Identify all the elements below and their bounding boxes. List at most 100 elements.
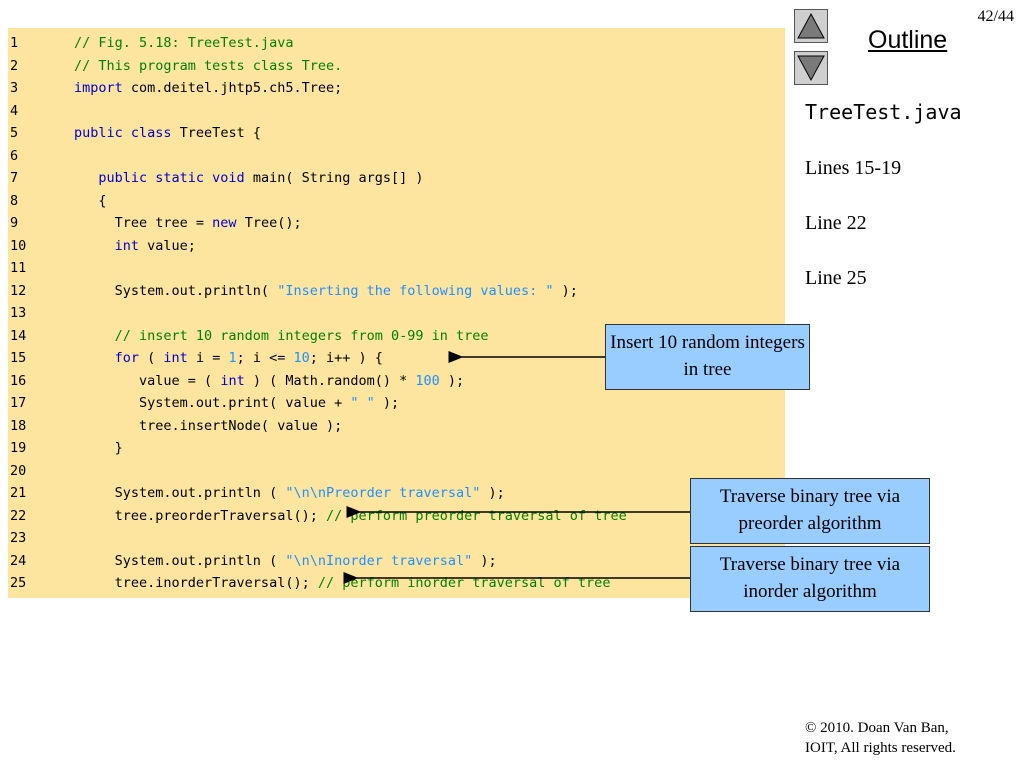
code-token: int — [220, 372, 245, 389]
line-number: 14 — [10, 327, 27, 344]
line-number: 2 — [10, 57, 19, 74]
code-text: value = ( int ) ( Math.random() * 100 ); — [74, 370, 464, 392]
code-text: System.out.println ( "\n\nInorder traver… — [74, 550, 497, 572]
side-filename: TreeTest.java — [805, 100, 962, 124]
code-token: { — [74, 192, 107, 209]
line-number: 6 — [10, 147, 19, 164]
side-ref-lines-15-19: Lines 15-19 — [805, 157, 902, 179]
code-token: i = — [187, 350, 229, 366]
side-ref-line-25: Line 25 — [805, 267, 867, 289]
code-token: ; i <= — [236, 350, 294, 366]
code-token: ); — [472, 552, 497, 569]
code-token: 100 — [415, 372, 440, 389]
code-text: // Fig. 5.18: TreeTest.java — [74, 32, 293, 54]
code-token: // perform inorder traversal of tree — [317, 575, 611, 591]
code-token: com.deitel.jhtp5.ch5.Tree; — [122, 80, 343, 96]
code-token: "\n\nInorder traversal" — [285, 552, 473, 569]
code-token: System.out.println( — [74, 282, 278, 299]
code-text: public static void main( String args[] ) — [74, 167, 424, 189]
code-token: tree.insertNode( value ); — [74, 417, 343, 434]
callout-insert: Insert 10 random integers in tree — [605, 324, 810, 390]
code-token: "Inserting the following values: " — [277, 282, 554, 299]
triangle-up-icon — [797, 12, 825, 39]
code-token: "\n\nPreorder traversal" — [285, 485, 481, 501]
code-text: Tree tree = new Tree(); — [74, 212, 302, 234]
line-number: 5 — [10, 125, 19, 141]
code-text: // This program tests class Tree. — [74, 55, 342, 77]
line-number: 23 — [10, 530, 27, 546]
code-text: } — [74, 437, 123, 459]
code-text: for ( int i = 1; i <= 10; i++ ) { — [74, 347, 383, 369]
line-number: 4 — [10, 102, 19, 119]
line-number: 1 — [10, 35, 19, 51]
line-number: 18 — [10, 417, 27, 434]
copyright-footer: © 2010. Doan Van Ban, IOIT, All rights r… — [805, 718, 1015, 758]
code-text: System.out.print( value + " " ); — [74, 392, 399, 414]
code-text: tree.inorderTraversal(); // perform inor… — [74, 572, 611, 594]
line-number: 25 — [10, 575, 27, 591]
code-token: Tree tree = — [74, 215, 213, 231]
code-token: ); — [374, 395, 400, 411]
code-token: ); — [553, 282, 578, 299]
line-number: 24 — [10, 552, 27, 569]
code-token: int — [114, 237, 140, 254]
code-text: { — [74, 190, 107, 212]
code-token: tree.inorderTraversal(); — [74, 575, 318, 591]
code-token: ); — [480, 485, 505, 501]
line-number: 3 — [10, 80, 19, 96]
line-number: 17 — [10, 395, 27, 411]
code-token: " " — [350, 395, 375, 411]
code-token: } — [74, 440, 123, 456]
code-token: 1 — [228, 350, 237, 366]
line-number: 15 — [10, 350, 27, 366]
code-token: // Fig. 5.18: TreeTest.java — [74, 35, 294, 51]
code-token: ; i++ ) { — [309, 350, 383, 366]
code-text: System.out.println( "Inserting the follo… — [74, 280, 578, 302]
code-token: main( String args[] ) — [244, 170, 424, 186]
code-token: 10 — [293, 350, 310, 366]
code-text: int value; — [74, 235, 196, 257]
copyright-line-1: © 2010. Doan Van Ban, — [805, 720, 949, 736]
line-number: 22 — [10, 507, 27, 524]
code-text: System.out.println ( "\n\nPreorder trave… — [74, 482, 505, 504]
code-token: value = ( — [74, 372, 221, 389]
line-number: 20 — [10, 462, 27, 479]
triangle-down-icon — [797, 55, 825, 82]
callout-inorder: Traverse binary tree via inorder algorit… — [690, 546, 930, 612]
callout-preorder: Traverse binary tree via preorder algori… — [690, 478, 930, 544]
line-number: 8 — [10, 192, 19, 209]
code-text: public class TreeTest { — [74, 122, 261, 144]
line-number: 11 — [10, 260, 27, 276]
code-token: ) ( Math.random() * — [244, 372, 416, 389]
code-token: // insert 10 random integers from 0-99 i… — [74, 327, 489, 344]
line-number: 19 — [10, 440, 27, 456]
code-token: TreeTest { — [171, 125, 261, 141]
code-token: new — [212, 215, 237, 231]
previous-slide-button[interactable] — [794, 9, 828, 43]
code-token: System.out.println ( — [74, 552, 286, 569]
code-token: Tree(); — [236, 215, 302, 231]
code-text: import com.deitel.jhtp5.ch5.Tree; — [74, 77, 342, 99]
line-number: 9 — [10, 215, 19, 231]
code-token: ( — [139, 350, 164, 366]
line-number: 16 — [10, 372, 27, 389]
page-number: 42/44 — [977, 8, 1014, 25]
code-text: // insert 10 random integers from 0-99 i… — [74, 325, 489, 347]
next-slide-button[interactable] — [794, 51, 828, 85]
code-token: public class — [74, 125, 172, 141]
line-number: 13 — [10, 305, 27, 321]
line-number: 10 — [10, 237, 27, 254]
line-number: 21 — [10, 485, 27, 501]
line-number: 7 — [10, 170, 19, 186]
code-token: import — [74, 80, 123, 96]
code-token: System.out.print( value + — [74, 395, 351, 411]
code-token: System.out.println ( — [74, 485, 286, 501]
code-token: ); — [439, 372, 465, 389]
line-number: 12 — [10, 282, 27, 299]
code-token: tree.preorderTraversal(); — [74, 507, 326, 524]
code-token: for — [114, 350, 140, 366]
code-text: tree.insertNode( value ); — [74, 415, 342, 437]
side-ref-line-22: Line 22 — [805, 212, 867, 234]
outline-link[interactable]: Outline — [868, 26, 948, 54]
